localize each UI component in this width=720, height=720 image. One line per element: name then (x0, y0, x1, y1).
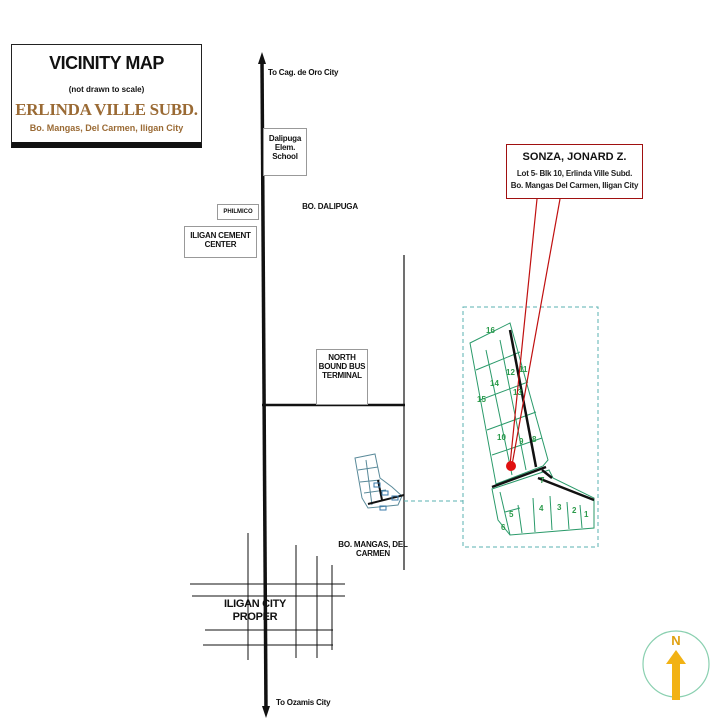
north-letter: N (671, 633, 680, 648)
bus-terminal-landmark: NORTH BOUND BUS TERMINAL (316, 349, 368, 405)
lot-label: 5 (509, 510, 514, 519)
lot-label: 2 (572, 506, 577, 515)
north-arrow: N (642, 630, 710, 700)
owner-lot: Lot 5- Blk 10, Erlinda Ville Subd. (516, 169, 633, 178)
lot-label: 4 (539, 504, 544, 513)
cement-label: ILIGAN CEMENT CENTER (190, 231, 251, 250)
north-arrow-icon (666, 650, 686, 700)
subdivision-address: Bo. Mangas, Del Carmen, Iligan City (29, 123, 184, 133)
owner-address: Bo. Mangas Del Carmen, Iligan City (510, 181, 639, 190)
lot-label: 14 (490, 379, 499, 388)
school-label: Dalipuga Elem. School (268, 134, 302, 162)
lot-label: 3 (557, 503, 562, 512)
lot-label: 9 (519, 437, 524, 446)
lot-label: 11 (519, 365, 528, 374)
school-landmark: Dalipuga Elem. School (263, 128, 307, 176)
lot-label: 15 (477, 395, 486, 404)
mangas-label: BO. MANGAS, DEL CARMEN (338, 540, 408, 559)
lot-label: 1 (584, 510, 589, 519)
north-arrowhead (258, 52, 266, 64)
cement-landmark: ILIGAN CEMENT CENTER (184, 226, 257, 258)
lot-label: 10 (497, 433, 506, 442)
south-arrowhead (262, 706, 270, 718)
lot-label: 6 (501, 523, 506, 532)
north-direction-label: To Cag. de Oro City (268, 68, 339, 77)
city-proper-label: ILIGAN CITY PROPER (223, 598, 287, 623)
owner-box: SONZA, JONARD Z. Lot 5- Blk 10, Erlinda … (506, 144, 643, 199)
scale-note: (not drawn to scale) (68, 85, 145, 94)
subdivision-roads (491, 329, 595, 502)
bus-terminal-label: NORTH BOUND BUS TERMINAL (318, 353, 366, 381)
lot-label: 12 (506, 368, 515, 377)
lot-label: 16 (486, 326, 495, 335)
inset-frame (462, 306, 599, 548)
philmico-label: PHILMICO (223, 209, 253, 215)
lot-label: 8 (532, 435, 537, 444)
lot-label: 7 (540, 476, 545, 485)
map-title: VICINITY MAP (49, 53, 164, 73)
dalipuga-label: BO. DALIPUGA (302, 202, 358, 211)
national-highway (260, 59, 268, 713)
title-block: VICINITY MAP (not drawn to scale) ERLIND… (11, 44, 202, 148)
subdivision-name: ERLINDA VILLE SUBD. (15, 100, 198, 119)
subject-lot-marker (506, 461, 516, 471)
subdivision-sketch (354, 453, 405, 511)
owner-name: SONZA, JONARD Z. (522, 151, 627, 163)
owner-leader-lines (509, 198, 561, 466)
south-direction-label: To Ozamis City (276, 698, 331, 707)
philmico-landmark: PHILMICO (217, 204, 259, 220)
city-proper-grid (190, 533, 345, 660)
